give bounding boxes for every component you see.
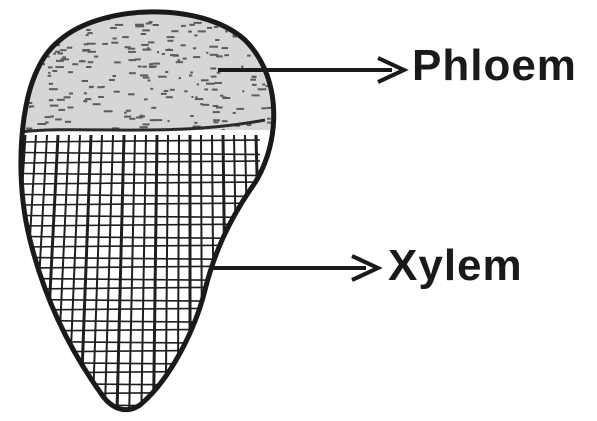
xylem-pointer-arrow [212,256,378,280]
xylem-region [0,120,300,421]
phloem-label: Phloem [412,40,577,92]
phloem-region [0,0,300,135]
xylem-label: Xylem [388,240,523,292]
